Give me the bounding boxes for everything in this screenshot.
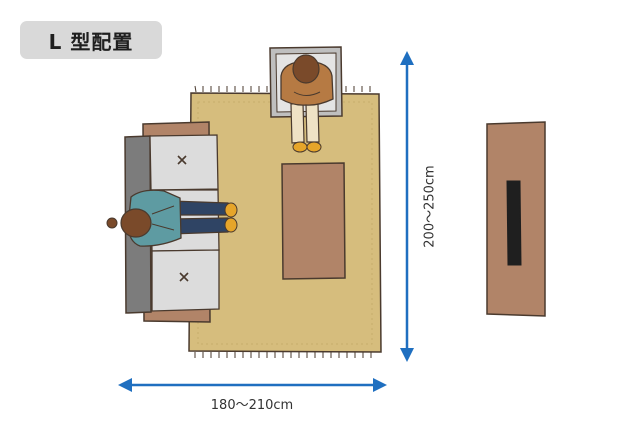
sofa-cushion-bottom [151,249,220,312]
shoe-icon [292,141,308,153]
x-mark-icon [177,155,187,165]
shoe-icon [306,141,322,153]
tv-icon [506,180,522,266]
rug-fringe [194,85,372,358]
coffee-table [281,162,346,280]
double-arrow-vertical-icon [400,51,414,362]
layout-title: L 型配置 [48,29,134,54]
person-sofa [106,189,238,247]
hair-icon [120,208,152,238]
shoe-icon [224,202,238,218]
x-mark-icon [179,272,189,282]
person-armchair [280,54,334,153]
height-dimension-label: 200～250cm [422,165,438,248]
shoe-icon [224,217,238,233]
layout-title-badge: L 型配置 [20,21,162,59]
hair-icon [292,54,320,84]
tv-stand [486,121,546,317]
double-arrow-horizontal-icon [118,378,387,392]
width-dimension-label: 180～210cm [210,398,294,413]
